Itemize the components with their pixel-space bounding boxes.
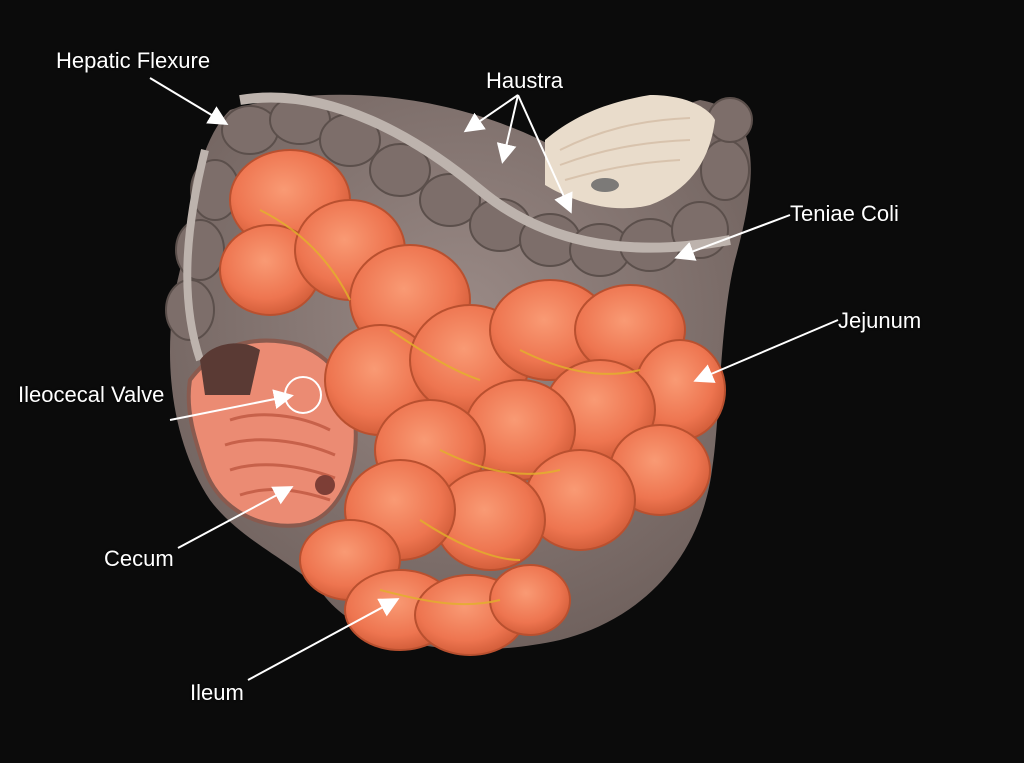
annotation-arrows (149, 77, 839, 681)
mesentery-lines (259, 209, 641, 606)
label-ileocecal-valve: Ileocecal Valve (18, 382, 165, 407)
label-cecum: Cecum (104, 546, 174, 571)
label-haustra: Haustra (486, 68, 564, 93)
label-teniae-coli: Teniae Coli (790, 201, 899, 226)
label-ileum: Ileum (190, 680, 244, 705)
cecum-model (186, 338, 358, 528)
label-jejunum: Jejunum (838, 308, 922, 333)
label-hepatic-flexure: Hepatic Flexure (56, 48, 211, 73)
